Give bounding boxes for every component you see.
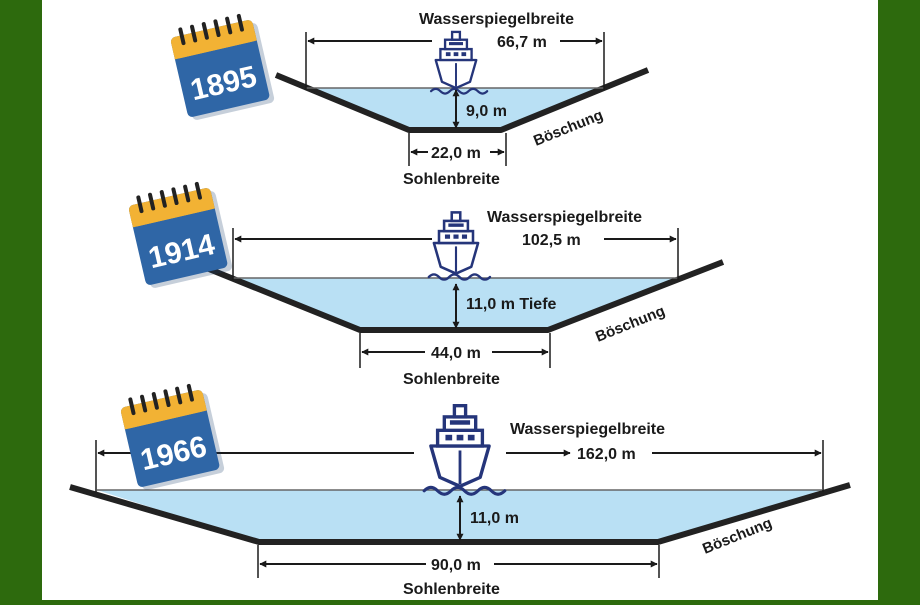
calendar-icon-1895: 1895 bbox=[166, 10, 278, 124]
surface-width-1914: 102,5 m bbox=[522, 232, 581, 249]
bottom-width-1966: 90,0 m bbox=[431, 557, 481, 574]
calendar-icon-1914: 1914 bbox=[124, 178, 236, 292]
calendar-icon-1966: 1966 bbox=[116, 380, 228, 494]
depth-1895: 9,0 m bbox=[466, 103, 507, 120]
canal-bank-1895 bbox=[274, 67, 650, 133]
bottom-width-1895: 22,0 m bbox=[431, 145, 481, 162]
depth-1966: 11,0 m bbox=[470, 510, 519, 527]
surface-width-1895: 66,7 m bbox=[497, 34, 547, 51]
depth-1914: 11,0 m Tiefe bbox=[466, 296, 557, 313]
surface-title-1966: Wasserspiegelbreite bbox=[510, 421, 665, 438]
surface-title-1895: Wasserspiegelbreite bbox=[419, 11, 574, 28]
bottom-title-1966: Sohlenbreite bbox=[403, 581, 500, 598]
surface-title-1914: Wasserspiegelbreite bbox=[487, 209, 642, 226]
section-1914: Wasserspiegelbreite 102,5 m 11,0 m Tiefe… bbox=[124, 178, 725, 388]
bottom-width-1914: 44,0 m bbox=[431, 345, 481, 362]
bottom-title-1895: Sohlenbreite bbox=[403, 171, 500, 188]
canal-bank-1966 bbox=[69, 482, 851, 545]
canal-bank-1914 bbox=[202, 259, 725, 333]
section-1966: Wasserspiegelbreite 162,0 m 11,0 m 90,0 … bbox=[69, 380, 851, 598]
surface-width-1966: 162,0 m bbox=[577, 446, 636, 463]
bottom-title-1914: Sohlenbreite bbox=[403, 371, 500, 388]
